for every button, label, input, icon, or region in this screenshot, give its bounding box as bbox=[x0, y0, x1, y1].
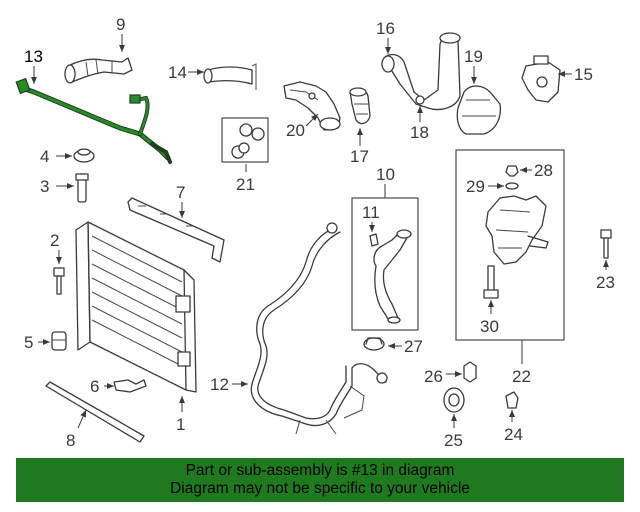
part-17-hose[interactable] bbox=[349, 87, 371, 125]
callout-21: 21 bbox=[236, 164, 255, 194]
callout-13: 13 bbox=[24, 47, 43, 84]
part-4-grommet[interactable] bbox=[73, 148, 95, 163]
part-22-reservoir-box[interactable] bbox=[455, 149, 565, 341]
callout-2: 2 bbox=[50, 231, 62, 264]
part-26-connector[interactable] bbox=[463, 361, 477, 383]
part-25-bushing[interactable] bbox=[443, 387, 465, 413]
svg-text:23: 23 bbox=[596, 273, 615, 292]
part-6-bracket[interactable] bbox=[113, 379, 147, 393]
part-27-cap[interactable] bbox=[363, 337, 385, 351]
callout-16: 16 bbox=[376, 19, 395, 54]
callout-23: 23 bbox=[596, 260, 615, 292]
svg-text:9: 9 bbox=[116, 15, 125, 34]
banner-line-2: Diagram may not be specific to your vehi… bbox=[170, 480, 470, 497]
part-24-clip[interactable] bbox=[505, 391, 519, 409]
svg-text:20: 20 bbox=[286, 121, 305, 140]
callout-30: 30 bbox=[480, 300, 499, 336]
part-16-pipe[interactable] bbox=[381, 32, 461, 111]
callout-3: 3 bbox=[40, 177, 74, 196]
part-18-clamp[interactable] bbox=[415, 95, 425, 105]
svg-text:6: 6 bbox=[90, 377, 99, 396]
callout-8: 8 bbox=[66, 409, 87, 450]
svg-text:4: 4 bbox=[40, 147, 49, 166]
callout-12: 12 bbox=[210, 375, 248, 394]
callout-5: 5 bbox=[24, 333, 50, 352]
callout-11: 11 bbox=[362, 203, 380, 232]
svg-text:18: 18 bbox=[410, 123, 429, 142]
part-14-hose[interactable] bbox=[203, 63, 257, 90]
part-19-tank[interactable] bbox=[456, 85, 502, 135]
svg-text:10: 10 bbox=[376, 165, 395, 184]
svg-text:21: 21 bbox=[236, 175, 255, 194]
info-banner: Part or sub-assembly is #13 in diagram D… bbox=[16, 458, 624, 502]
callout-26: 26 bbox=[424, 367, 462, 386]
part-12-hose[interactable] bbox=[250, 222, 388, 435]
callout-19: 19 bbox=[464, 47, 483, 84]
part-15-valve[interactable] bbox=[521, 55, 561, 103]
svg-text:5: 5 bbox=[24, 333, 33, 352]
callout-13-label: 13 bbox=[24, 47, 43, 66]
callout-27: 27 bbox=[388, 337, 423, 356]
callout-22: 22 bbox=[512, 340, 531, 386]
part-5-mount[interactable] bbox=[51, 331, 67, 351]
svg-text:16: 16 bbox=[376, 19, 395, 38]
parts-diagram: 13 9 14 20 17 bbox=[15, 15, 615, 450]
banner-line-1: Part or sub-assembly is #13 in diagram bbox=[185, 462, 455, 479]
svg-text:17: 17 bbox=[350, 147, 369, 166]
svg-text:25: 25 bbox=[444, 431, 463, 450]
svg-text:12: 12 bbox=[210, 375, 229, 394]
callout-24: 24 bbox=[504, 410, 523, 444]
callout-7: 7 bbox=[176, 183, 185, 218]
callout-28: 28 bbox=[520, 161, 553, 180]
callout-4: 4 bbox=[40, 147, 72, 166]
part-20-housing[interactable] bbox=[283, 81, 341, 131]
svg-text:24: 24 bbox=[504, 425, 523, 444]
svg-text:27: 27 bbox=[404, 337, 423, 356]
svg-text:30: 30 bbox=[480, 317, 499, 336]
svg-text:28: 28 bbox=[534, 161, 553, 180]
part-7-seal[interactable] bbox=[127, 197, 225, 263]
callout-18: 18 bbox=[410, 106, 429, 142]
svg-text:3: 3 bbox=[40, 177, 49, 196]
svg-text:19: 19 bbox=[464, 47, 483, 66]
svg-text:8: 8 bbox=[66, 431, 75, 450]
part-3-sensor[interactable] bbox=[75, 173, 89, 203]
svg-text:22: 22 bbox=[512, 367, 531, 386]
callout-15: 15 bbox=[558, 65, 593, 84]
svg-text:7: 7 bbox=[176, 183, 185, 202]
part-23-bolt[interactable] bbox=[600, 229, 612, 259]
callout-29: 29 bbox=[466, 177, 504, 196]
part-9-hose[interactable] bbox=[64, 57, 133, 84]
callout-6: 6 bbox=[90, 377, 114, 396]
callout-1: 1 bbox=[176, 396, 185, 434]
svg-text:14: 14 bbox=[168, 63, 187, 82]
callout-25: 25 bbox=[444, 414, 463, 450]
part-1-radiator[interactable] bbox=[75, 221, 197, 393]
callout-17: 17 bbox=[350, 128, 369, 166]
callout-20: 20 bbox=[286, 113, 319, 140]
part-21-seals[interactable] bbox=[221, 117, 269, 163]
callout-10: 10 bbox=[376, 165, 395, 198]
part-13-hose[interactable] bbox=[15, 77, 172, 164]
svg-text:26: 26 bbox=[424, 367, 443, 386]
svg-text:2: 2 bbox=[50, 231, 59, 250]
svg-text:11: 11 bbox=[362, 203, 380, 222]
part-8-strip[interactable] bbox=[45, 381, 145, 443]
svg-text:1: 1 bbox=[176, 415, 185, 434]
callout-9: 9 bbox=[116, 15, 125, 52]
callout-14: 14 bbox=[168, 63, 204, 82]
svg-text:29: 29 bbox=[466, 177, 485, 196]
svg-text:15: 15 bbox=[574, 65, 593, 84]
part-2-bolt[interactable] bbox=[53, 267, 65, 295]
